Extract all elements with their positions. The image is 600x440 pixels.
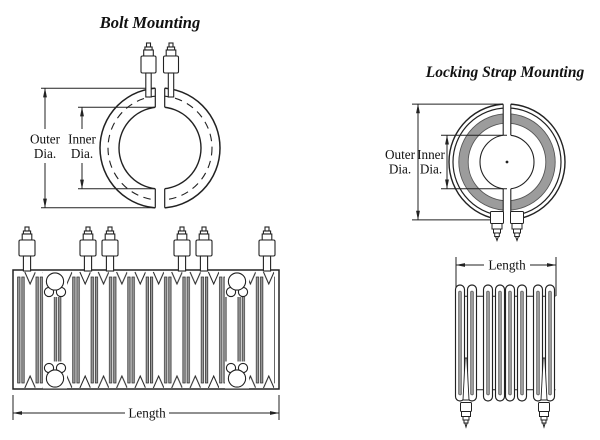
inner-dia-label-line1: Inner (417, 147, 445, 162)
locking-strap-side-view: Length (454, 257, 557, 428)
terminal-bolt (510, 211, 524, 241)
pleat (454, 284, 466, 402)
strap-bottom-gap (503, 186, 511, 224)
clamp-knob (42, 270, 68, 298)
terminal-bolt (101, 226, 119, 272)
inner-dia-label: Inner Dia. (68, 132, 96, 162)
label-backing (66, 129, 98, 163)
terminal-bolt (79, 226, 97, 272)
inner-dia-label: Inner Dia. (417, 147, 445, 177)
strap-top-gap (503, 100, 511, 138)
label-backing (125, 404, 169, 421)
terminal-bolt (460, 402, 472, 428)
band-bottom-gap (155, 186, 165, 212)
inner-dia-dimension-right (441, 134, 507, 190)
terminal-bolt (490, 211, 504, 241)
length-label: Length (128, 406, 166, 421)
terminal-bolt (538, 402, 550, 428)
pleat (466, 284, 478, 402)
outer-dia-label: Outer Dia. (30, 132, 61, 162)
band-gap-edges (154, 88, 166, 208)
strap-gap-edges (502, 104, 512, 220)
element-dashed-circle (107, 95, 213, 201)
inner-dia-label-line2: Dia. (71, 146, 93, 161)
terminal-bolt (258, 226, 276, 272)
terminal-pin (462, 357, 470, 401)
bolt-mounting-title: Bolt Mounting (99, 13, 200, 32)
locking-strap-mounting-title: Locking Strap Mounting (425, 64, 585, 81)
outer-dia-label-line1: Outer (30, 132, 61, 147)
pleat (516, 284, 528, 402)
length-label: Length (488, 258, 526, 273)
outer-dia-dimension-right (412, 103, 503, 221)
bolt-mounting-front-view: Outer Dia. Inner Dia. (30, 42, 221, 212)
clamp-knob (224, 270, 250, 298)
label-backing (484, 257, 530, 273)
pleat (494, 284, 506, 402)
locking-strap-front-view: Outer Dia. Inner Dia. (385, 100, 566, 241)
inner-dia-label-line1: Inner (68, 132, 96, 147)
band-top-gap (155, 84, 165, 110)
center-dot (505, 160, 509, 164)
terminal-bolt (195, 226, 213, 272)
pleat (544, 284, 556, 402)
outer-dia-label-line2: Dia. (389, 162, 411, 177)
inner-dia-label-line2: Dia. (420, 162, 442, 177)
pleat (504, 284, 516, 402)
pleat (482, 284, 494, 402)
band-inner-circle (118, 106, 202, 190)
label-backing (30, 129, 61, 163)
terminal-bolt (18, 226, 36, 272)
bolt-mounting-side-view: Length (12, 226, 280, 421)
outer-dia-label-line2: Dia. (34, 146, 56, 161)
terminal-pin (540, 357, 548, 401)
terminal-bolt (173, 226, 191, 272)
clamp-knob (224, 360, 250, 390)
pleat (532, 284, 544, 402)
outer-dia-label: Outer Dia. (385, 147, 416, 177)
outer-dia-label-line1: Outer (385, 147, 416, 162)
clamp-knob (42, 360, 68, 390)
